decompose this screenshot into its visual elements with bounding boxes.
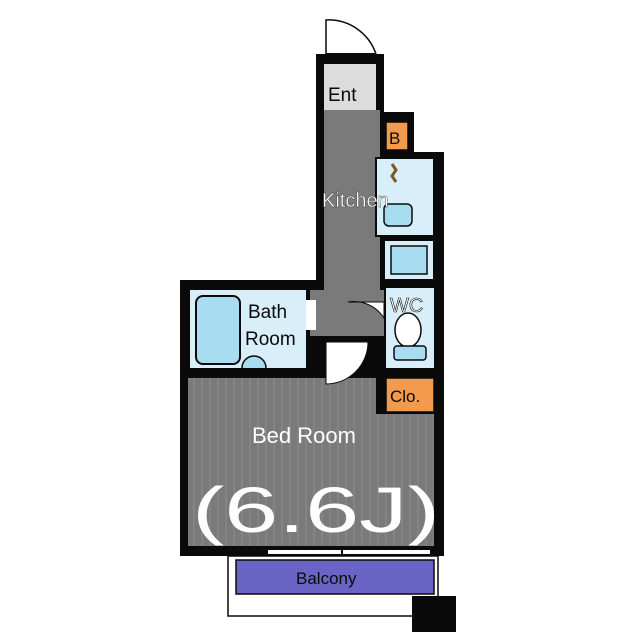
- bathroom: [190, 290, 316, 369]
- bath-label-line2: Room: [245, 329, 296, 350]
- entrance-label: Ent: [328, 85, 357, 106]
- closet: [385, 377, 435, 413]
- shoe-box: [385, 121, 409, 151]
- sink-icon: [383, 203, 413, 227]
- kitchen-label: Kitchen: [322, 190, 389, 212]
- shoe-box-label: B: [389, 129, 400, 148]
- stove-icon: [390, 163, 398, 183]
- entrance: [324, 19, 377, 110]
- room-size-label: (6.6J): [192, 474, 440, 546]
- bath-label-line1: Bath: [248, 302, 287, 323]
- balcony: [227, 555, 456, 632]
- closet-label: Clo.: [390, 387, 420, 406]
- washbasin-icon: [241, 355, 267, 369]
- wc: [347, 288, 434, 368]
- bedroom: [188, 341, 434, 556]
- bedroom-label: Bed Room: [252, 423, 356, 448]
- corridor-floor: [310, 110, 384, 336]
- wc-label: WC: [390, 295, 423, 317]
- kitchen-counter: [375, 157, 435, 281]
- refrigerator-icon: [390, 245, 428, 275]
- bathtub-icon: [195, 295, 241, 365]
- balcony-label: Balcony: [296, 569, 357, 588]
- toilet-icon: [394, 312, 422, 348]
